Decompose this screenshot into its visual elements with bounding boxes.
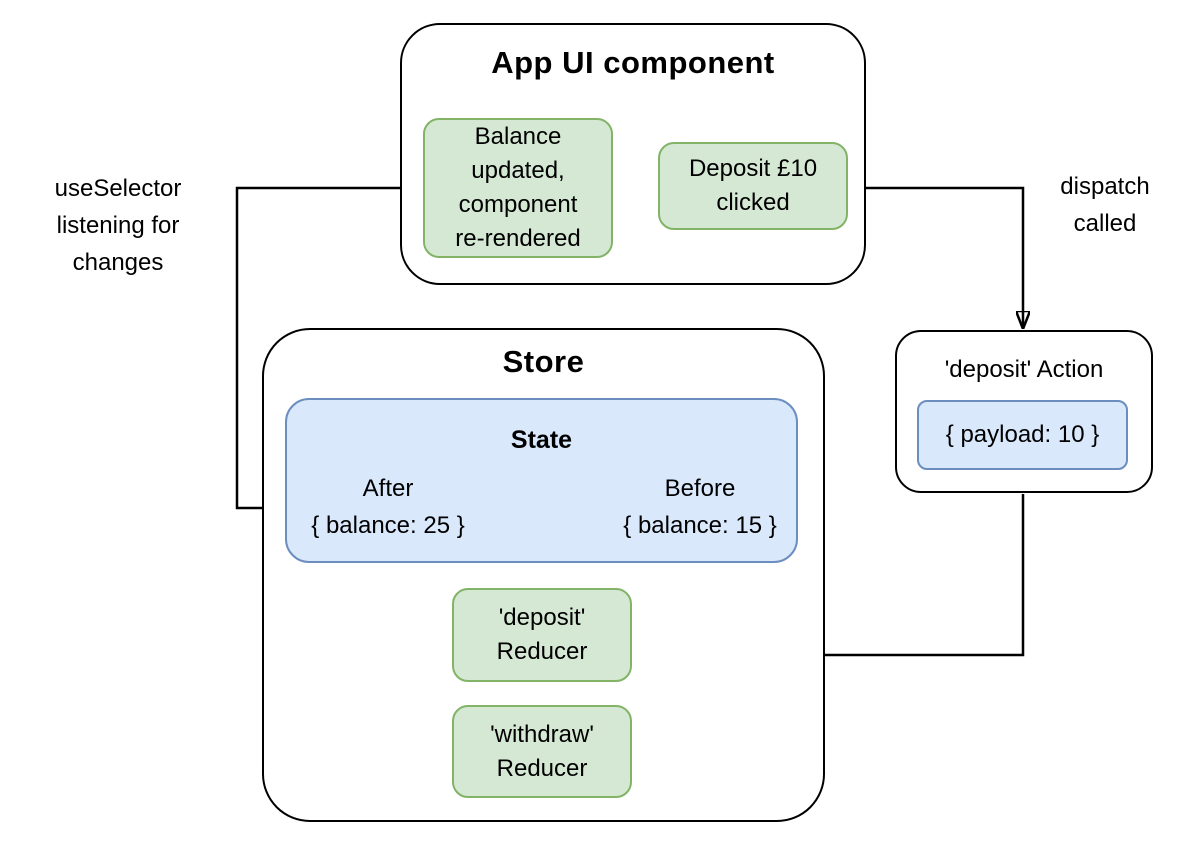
state-after-value: { balance: 25 } — [311, 512, 465, 539]
state-before-group: Before { balance: 15 } — [590, 470, 810, 544]
state-after-label: After — [362, 475, 414, 502]
state-before-label: Before — [664, 475, 736, 502]
state-title: State — [510, 426, 573, 454]
state-box: State — [285, 398, 798, 563]
deposit-clicked-node: Deposit £10 clicked — [658, 142, 848, 230]
app-ui-component-title: App UI component — [491, 45, 775, 80]
deposit-action-title: 'deposit' Action — [944, 356, 1104, 383]
dispatch-annotation: dispatch called — [1060, 173, 1150, 237]
payload-node: { payload: 10 } — [917, 400, 1128, 470]
withdraw-reducer-node: 'withdraw' Reducer — [452, 705, 632, 798]
state-before-value: { balance: 15 } — [623, 512, 777, 539]
store-title: Store — [502, 344, 585, 379]
useselector-annotation: useSelector listening for changes — [54, 175, 182, 276]
connector-useselector-state-to-balance — [235, 188, 421, 510]
state-after-group: After { balance: 25 } — [278, 470, 498, 544]
balance-updated-node: Balance updated, component re-rendered — [423, 118, 613, 258]
deposit-reducer-node: 'deposit' Reducer — [452, 588, 632, 682]
connector-dispatch-clicked-to-action — [848, 186, 1023, 328]
